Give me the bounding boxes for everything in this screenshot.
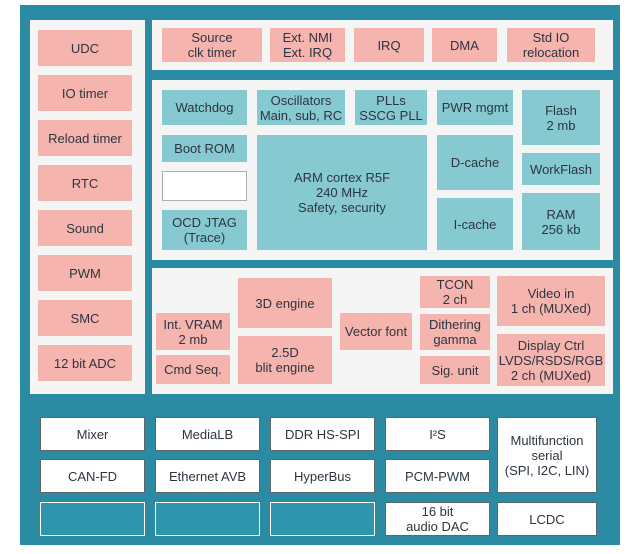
3d-engine-block: 3D engine: [238, 278, 332, 328]
hyperbus-block: HyperBus: [270, 459, 375, 493]
vector-font-block: Vector font: [340, 313, 412, 350]
plls-block: PLLs SSCG PLL: [355, 90, 427, 125]
pwr-mgmt-block: PWR mgmt: [437, 90, 513, 125]
std-io-relocation-block: Std IO relocation: [507, 28, 595, 62]
dma-block: DMA: [432, 28, 497, 62]
workflash-block: WorkFlash: [522, 153, 600, 185]
display-ctrl-block: Display Ctrl LVDS/RSDS/RGB 2 ch (MUXed): [497, 334, 605, 386]
cmd-seq-block: Cmd Seq.: [156, 355, 230, 384]
empty-slot-1: [40, 502, 145, 536]
boot-rom-block: Boot ROM: [162, 135, 247, 162]
medialb-block: MediaLB: [155, 417, 260, 451]
adc-block: 12 bit ADC: [38, 345, 132, 381]
irq-block: IRQ: [354, 28, 424, 62]
oscillators-block: Oscillators Main, sub, RC: [257, 90, 345, 125]
tcon-block: TCON 2 ch: [420, 276, 490, 308]
int-vram-block: Int. VRAM 2 mb: [156, 313, 230, 350]
pcm-pwm-block: PCM-PWM: [385, 459, 490, 493]
i-cache-block: I-cache: [437, 198, 513, 250]
cpu-block: ARM cortex R5F 240 MHz Safety, security: [257, 135, 427, 250]
sound-block: Sound: [38, 210, 132, 246]
watchdog-block: Watchdog: [162, 90, 247, 125]
video-in-block: Video in 1 ch (MUXed): [497, 276, 605, 326]
i2s-block: I²S: [385, 417, 490, 451]
ethernet-avb-block: Ethernet AVB: [155, 459, 260, 493]
lcdc-block: LCDC: [497, 502, 597, 536]
sig-unit-block: Sig. unit: [420, 356, 490, 384]
empty-slot-2: [155, 502, 260, 536]
mixer-block: Mixer: [40, 417, 145, 451]
ram-block: RAM 256 kb: [522, 193, 600, 250]
d-cache-block: D-cache: [437, 135, 513, 190]
rtc-block: RTC: [38, 165, 132, 201]
source-clk-timer-block: Source clk timer: [162, 28, 262, 62]
flash-block: Flash 2 mb: [522, 90, 600, 145]
io-timer-block: IO timer: [38, 75, 132, 111]
reload-timer-block: Reload timer: [38, 120, 132, 156]
empty-slot-3: [270, 502, 375, 536]
can-fd-block: CAN-FD: [40, 459, 145, 493]
blit-engine-block: 2.5D blit engine: [238, 336, 332, 384]
multifunction-serial-block: Multifunction serial (SPI, I2C, LIN): [497, 417, 597, 493]
pwm-block: PWM: [38, 255, 132, 291]
udc-block: UDC: [38, 30, 132, 66]
ddr-hs-spi-block: DDR HS-SPI: [270, 417, 375, 451]
dithering-block: Dithering gamma: [420, 314, 490, 350]
ext-nmi-irq-block: Ext. NMI Ext. IRQ: [270, 28, 345, 62]
smc-block: SMC: [38, 300, 132, 336]
ocd-jtag-block: OCD JTAG (Trace): [162, 210, 247, 250]
unnamed-core-block: [162, 171, 247, 201]
audio-dac-block: 16 bit audio DAC: [385, 502, 490, 536]
